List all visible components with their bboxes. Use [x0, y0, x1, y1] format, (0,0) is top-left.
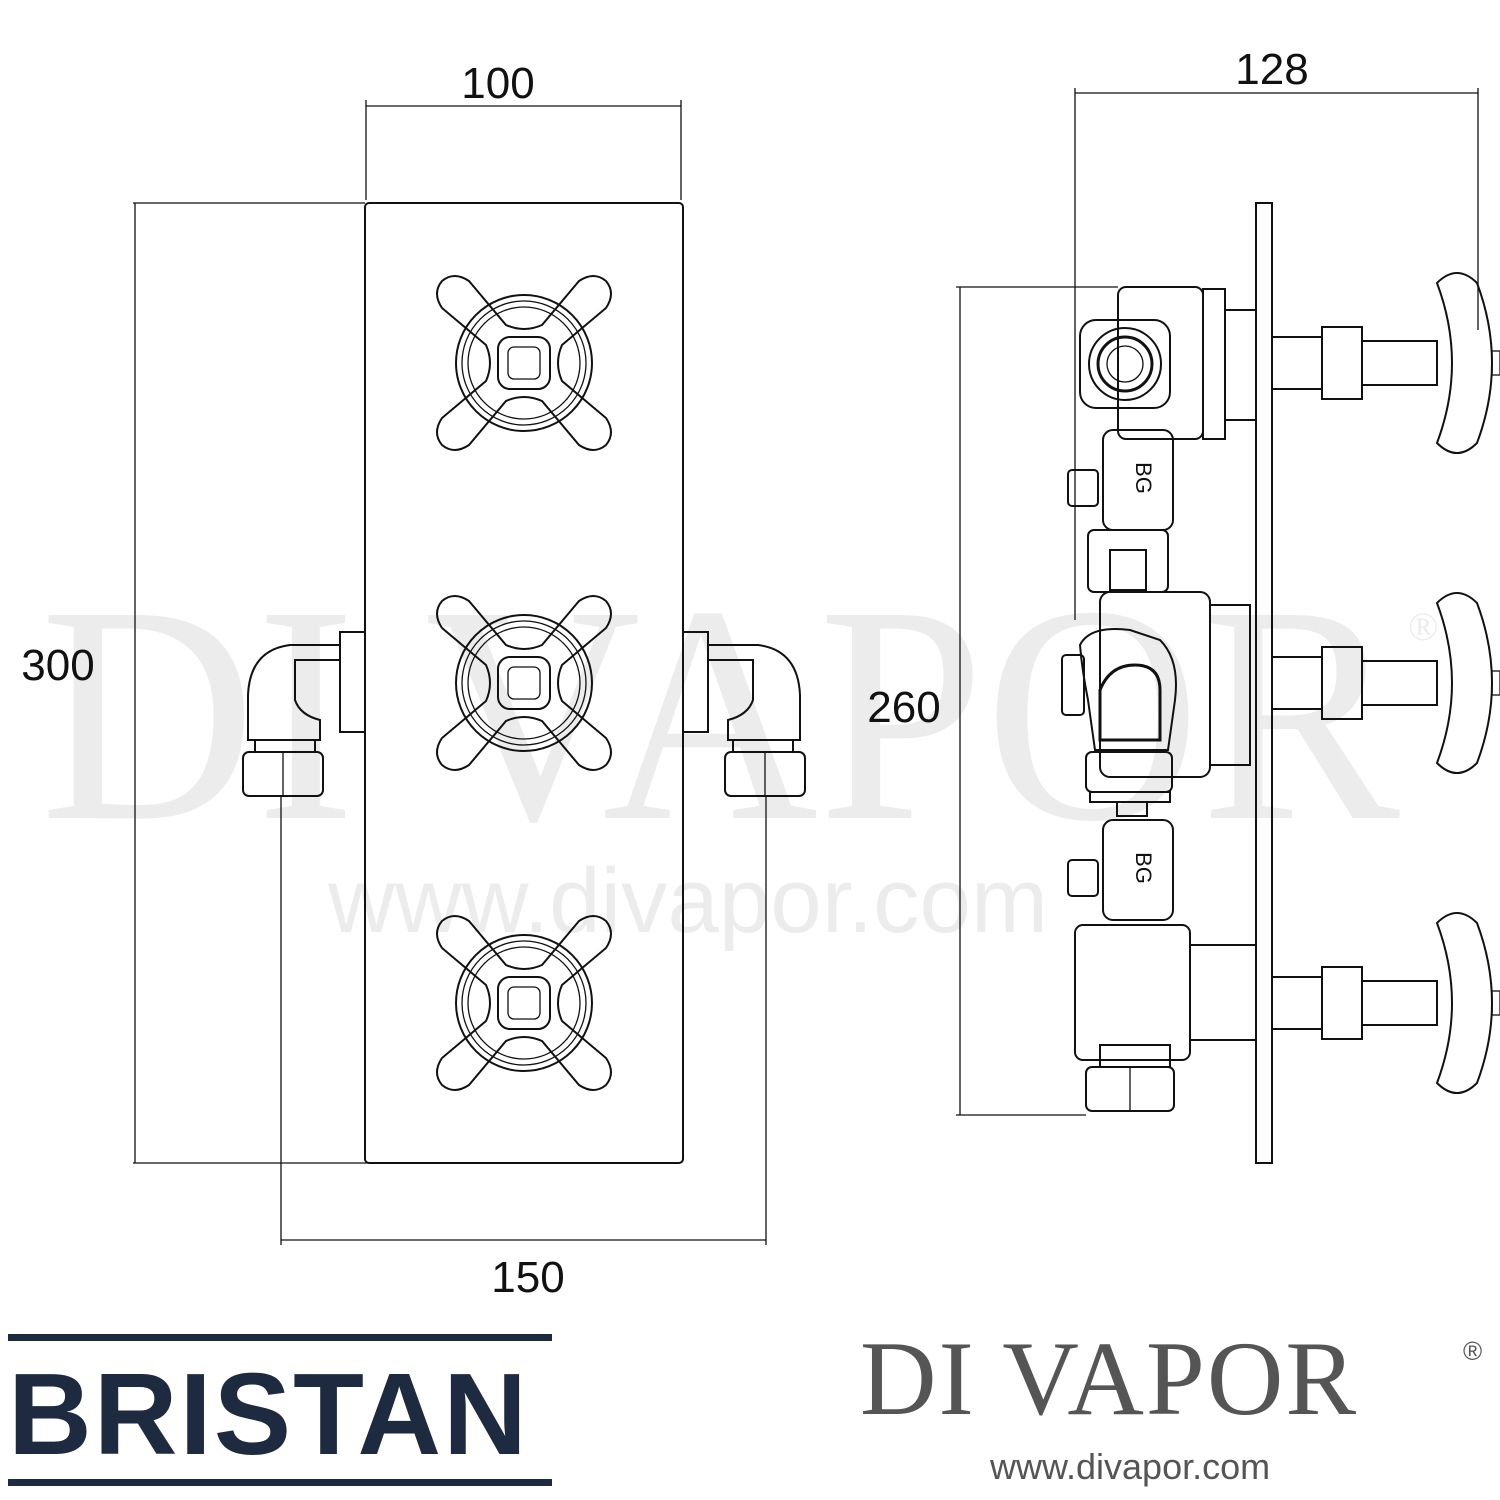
dimension-260-label: 260: [867, 683, 940, 732]
divapor-logo-text: DI VAPOR: [860, 1320, 1359, 1437]
valve-stamp-lower: BG: [1131, 852, 1156, 884]
valve-stamp-upper: BG: [1131, 462, 1156, 494]
divapor-registered-mark: ®: [1463, 1336, 1483, 1366]
dimension-128-label: 128: [1235, 45, 1308, 94]
side-handle-bottom: [1271, 912, 1500, 1094]
side-handle-top: [1271, 272, 1500, 454]
right-inlet-elbow: [682, 631, 806, 797]
bristan-logo-top-bar: [8, 1334, 552, 1341]
valve-pipe-lower: BG: [1067, 819, 1174, 921]
bristan-logo: BRISTAN: [8, 1334, 552, 1494]
left-inlet-elbow: [242, 631, 366, 797]
dimension-100: 100: [365, 59, 682, 200]
bristan-logo-bottom-bar: [8, 1479, 552, 1486]
divapor-logo: DI VAPOR ® www.divapor.com: [860, 1324, 1500, 1500]
dimension-150-label: 150: [491, 1253, 564, 1302]
watermark-reg: ®: [1408, 604, 1438, 649]
dimension-100-label: 100: [461, 59, 534, 108]
dimension-128: 128: [1074, 45, 1479, 620]
valve-body-bottom: [1074, 924, 1257, 1112]
dimension-260: 260: [867, 286, 1118, 1116]
watermark-url: www.divapor.com: [327, 850, 1048, 952]
dimension-300-label: 300: [21, 641, 94, 690]
valve-body-middle: [1061, 591, 1251, 817]
dimension-300: 300: [21, 202, 375, 1164]
valve-body-top: [1079, 286, 1257, 440]
side-view: BG BG: [867, 45, 1500, 1164]
divapor-url: www.divapor.com: [990, 1446, 1271, 1487]
watermark-name: DI VAPOR: [40, 543, 1401, 886]
dimension-150: 150: [280, 796, 767, 1302]
bristan-logo-text: BRISTAN: [8, 1349, 529, 1479]
watermark: DI VAPOR ® www.divapor.com: [40, 543, 1438, 952]
front-view: 100 300 150: [21, 59, 806, 1302]
top-handle: [436, 275, 612, 451]
